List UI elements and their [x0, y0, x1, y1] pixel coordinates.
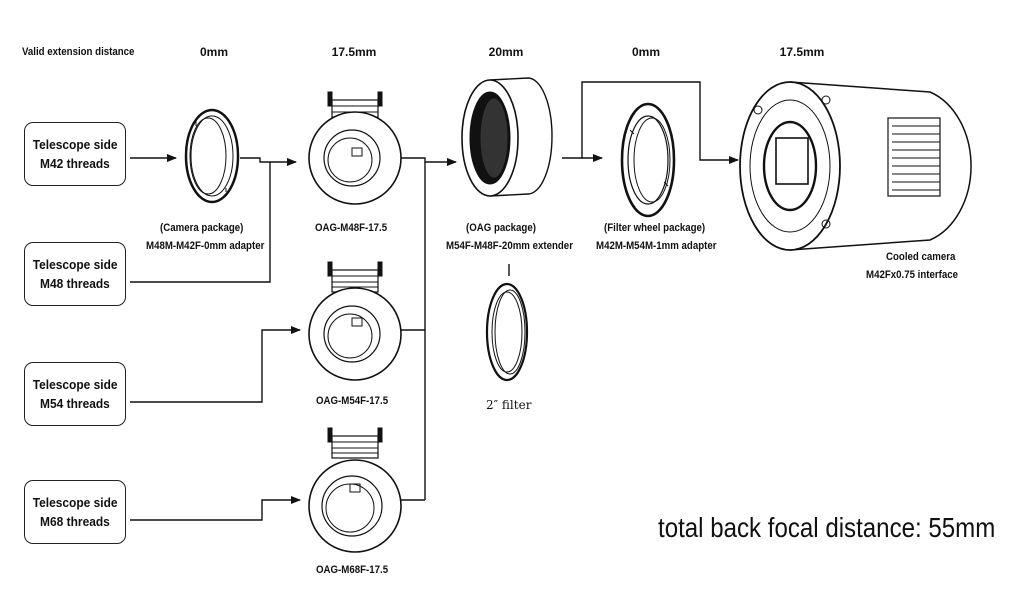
cooled-camera: [739, 81, 972, 251]
camera-interface-label: M42Fx0.75 interface: [866, 269, 959, 281]
oag-m54: [308, 261, 402, 381]
telescope-side-label: Telescope side: [32, 137, 118, 152]
total-focal-distance: total back focal distance: 55mm: [658, 512, 996, 543]
oag-m68-label: OAG-M68F-17.5: [316, 564, 389, 576]
telescope-side-label: Telescope side: [32, 495, 118, 510]
telescope-side-m54: Telescope side M54 threads: [24, 362, 126, 426]
distance-camera: 17.5mm: [779, 45, 825, 59]
adapter-package-label: (Camera package): [160, 222, 244, 234]
distance-filter-wheel: 0mm: [631, 45, 660, 59]
extension-caption: Valid extension distance: [22, 46, 135, 58]
adapter-ring: [184, 108, 240, 204]
thread-label: M42 threads: [40, 156, 110, 171]
filter-label: 2″ filter: [486, 398, 532, 412]
oag-m54-label: OAG-M54F-17.5: [316, 395, 389, 407]
fw-package-label: (Filter wheel package): [604, 222, 706, 234]
connector-lines: [130, 81, 739, 521]
distance-adapter: 0mm: [199, 45, 228, 59]
telescope-side-label: Telescope side: [32, 257, 118, 272]
extender-package-label: (OAG package): [466, 222, 536, 234]
thread-label: M54 threads: [40, 396, 110, 411]
filter-ring: [485, 282, 529, 382]
oag-m48: [308, 91, 402, 205]
distance-oag: 17.5mm: [331, 45, 377, 59]
telescope-side-m42: Telescope side M42 threads: [24, 122, 126, 186]
oag-m48-label: OAG-M48F-17.5: [315, 222, 388, 234]
thread-label: M68 threads: [40, 514, 110, 529]
oag-m68: [308, 427, 402, 553]
filter-wheel-adapter: [620, 102, 676, 218]
telescope-side-m68: Telescope side M68 threads: [24, 480, 126, 544]
thread-label: M48 threads: [40, 276, 110, 291]
distance-extender: 20mm: [488, 45, 524, 59]
adapter-name-label: M48M-M42F-0mm adapter: [146, 240, 265, 252]
camera-label: Cooled camera: [886, 251, 956, 263]
extender-tube: [461, 77, 553, 197]
extender-name-label: M54F-M48F-20mm extender: [446, 240, 573, 252]
telescope-side-m48: Telescope side M48 threads: [24, 242, 126, 306]
fw-name-label: M42M-M54M-1mm adapter: [596, 240, 717, 252]
telescope-side-label: Telescope side: [32, 377, 118, 392]
